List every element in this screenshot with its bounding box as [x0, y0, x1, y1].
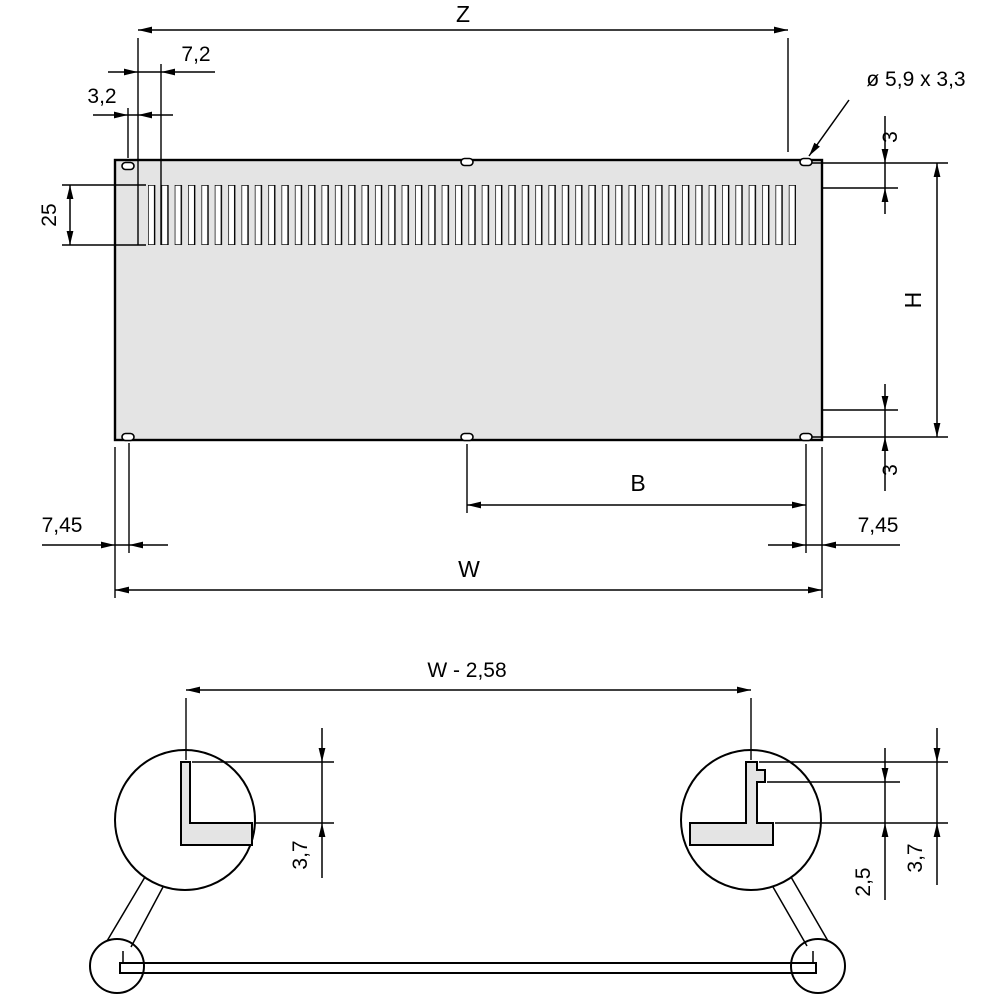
detail-circle-left	[114, 749, 256, 891]
detail-marker-circle-right	[790, 938, 846, 994]
detail-leader-left-1	[106, 876, 146, 942]
dim-flange-right-label: 3,7	[904, 843, 927, 872]
mounting-hole-top-center	[460, 157, 474, 167]
dim-b: B	[466, 444, 807, 553]
dim-width-minus: W - 2,58	[185, 659, 752, 760]
flange-profile-left	[180, 761, 253, 846]
dim-slot-height: 25	[38, 184, 146, 246]
ventilation-slots	[148, 185, 796, 245]
dim-width-label: W	[458, 556, 480, 582]
dim-b-label: B	[630, 470, 645, 496]
dim-bottom-edge-label: 3	[879, 464, 902, 476]
dim-top-edge-label: 3	[879, 131, 902, 143]
dim-flange-left-label: 3,7	[289, 840, 312, 869]
cross-section-strip	[119, 962, 817, 974]
mounting-hole-bottom-left	[121, 432, 135, 442]
mounting-hole-bottom-center	[460, 432, 474, 442]
mounting-holes	[121, 157, 813, 442]
dim-flange-left: 3,7	[192, 728, 334, 878]
dim-height: H	[812, 163, 948, 438]
detail-leader-right-2	[772, 886, 808, 947]
dim-flange-right: 3,7	[759, 728, 948, 885]
dim-bottom-edge: 3	[822, 384, 902, 491]
dim-right-margin: 7,45	[768, 447, 900, 598]
dim-height-label: H	[900, 292, 926, 309]
detail-marker-circle-left	[89, 938, 145, 994]
panel-cross-section	[89, 938, 846, 994]
dim-slot-height-label: 25	[38, 203, 61, 226]
front-view: Z 7,2 3,2 25 ø 5,9 x 3,3	[38, 1, 966, 598]
section-view: W - 2,58 3,7 3,7	[89, 659, 948, 994]
detail-leader-left-2	[130, 886, 164, 948]
dim-width-minus-label: W - 2,58	[427, 659, 506, 682]
dim-top-edge: 3	[812, 116, 948, 214]
hole-callout: ø 5,9 x 3,3	[808, 68, 966, 157]
dim-width: W	[115, 556, 822, 594]
detail-leaders	[106, 876, 829, 948]
dim-slot-pitch-label: 7,2	[181, 43, 210, 66]
dim-slot-offset-label: 3,2	[87, 85, 116, 108]
dim-slot-offset: 3,2	[87, 85, 173, 158]
hole-callout-label: ø 5,9 x 3,3	[866, 68, 965, 91]
dim-right-margin-label: 7,45	[858, 514, 899, 537]
detail-leader-right-1	[790, 876, 829, 942]
dim-left-margin: 7,45	[42, 443, 168, 598]
dim-left-margin-label: 7,45	[42, 514, 83, 537]
mounting-hole-top-right	[799, 157, 813, 167]
mounting-hole-top-left	[121, 161, 135, 171]
flange-profile-right	[689, 761, 774, 846]
dim-recess-label: 2,5	[852, 867, 875, 896]
detail-circle-right	[680, 749, 822, 891]
dim-z-label: Z	[456, 1, 470, 27]
dim-slot-pitch: 7,2	[108, 43, 215, 245]
dim-z: Z	[137, 1, 789, 245]
dim-recess: 2,5	[767, 748, 900, 900]
mounting-hole-bottom-right	[799, 432, 813, 442]
